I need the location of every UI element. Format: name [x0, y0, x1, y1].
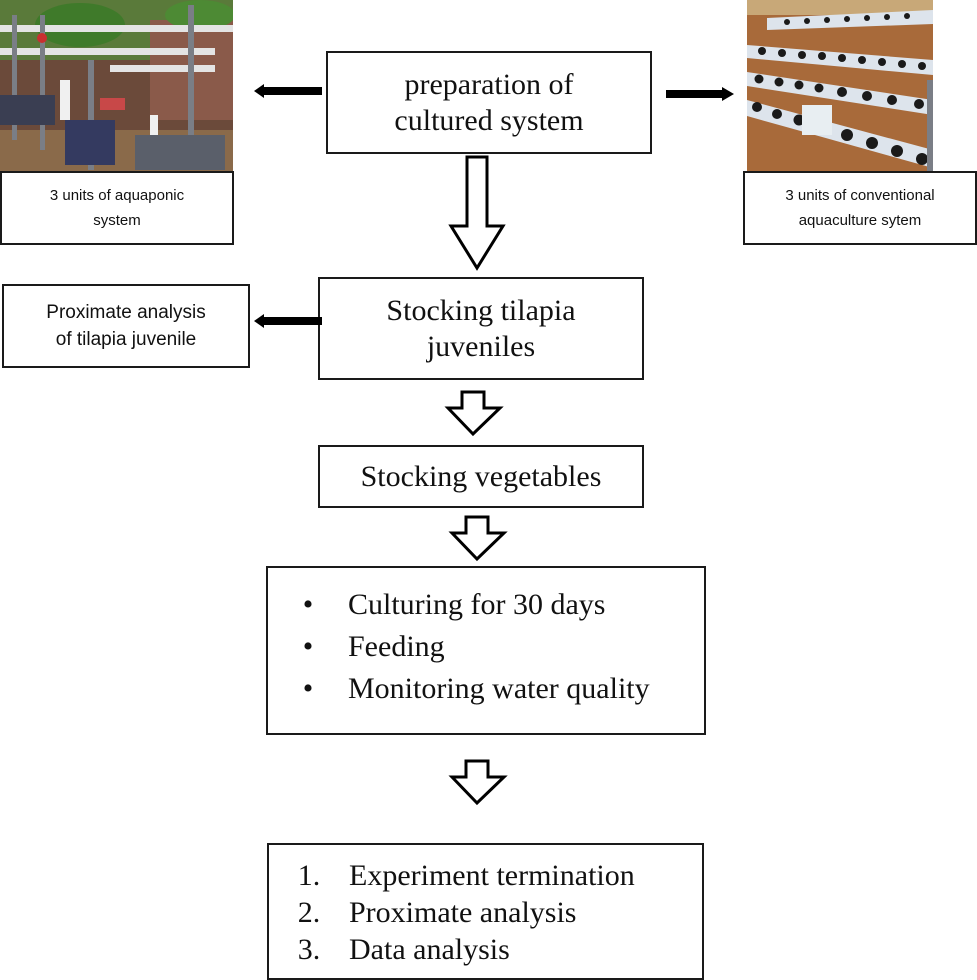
- net-pot-holes: [752, 13, 928, 165]
- aquaponic-system-photo: [0, 0, 233, 172]
- culturing-item-text: Monitoring water quality: [348, 672, 650, 705]
- culturing-item: • Feeding: [268, 626, 704, 668]
- arrow-right-to-conventional: [666, 87, 734, 101]
- culturing-item-text: Feeding: [348, 630, 445, 663]
- stocking-tilapia-node: Stocking tilapia juveniles: [318, 277, 644, 380]
- final-step-item: 1. Experiment termination: [269, 857, 702, 894]
- step-text: Proximate analysis: [349, 896, 577, 929]
- final-step-item: 2. Proximate analysis: [269, 894, 702, 931]
- aquaponic-label-line-2: system: [93, 212, 141, 229]
- arrow-left-to-proximate-juvenile: [254, 314, 322, 328]
- hollow-arrow-down-1: [448, 155, 506, 271]
- step-text: Data analysis: [349, 933, 510, 966]
- step-text: Experiment termination: [349, 859, 635, 892]
- bullet-icon: •: [302, 630, 314, 663]
- proximate-juvenile-line-1: Proximate analysis: [46, 302, 206, 323]
- stocking-tilapia-line-2: juveniles: [426, 329, 536, 363]
- conventional-aquaculture-photo: [747, 0, 933, 172]
- culturing-node: • Culturing for 30 days • Feeding • Moni…: [266, 566, 706, 735]
- proximate-juvenile-line-2: of tilapia juvenile: [55, 329, 197, 350]
- aquaponic-photo-illustration: [0, 0, 233, 172]
- preparation-line-1: preparation of: [404, 67, 574, 101]
- hollow-arrow-down-3: [448, 515, 508, 562]
- culturing-item: • Monitoring water quality: [268, 668, 704, 710]
- step-number: 2.: [297, 896, 321, 929]
- conventional-photo-illustration: [747, 0, 933, 172]
- stocking-vegetables-node: Stocking vegetables: [318, 445, 644, 508]
- aquaponic-label-line-1: 3 units of aquaponic: [49, 187, 185, 204]
- conventional-label-line-1: 3 units of conventional: [785, 187, 935, 204]
- aquaponic-system-node: 3 units of aquaponic system: [0, 171, 234, 245]
- preparation-node: preparation of cultured system: [326, 51, 652, 154]
- bullet-icon: •: [302, 588, 314, 621]
- step-number: 3.: [297, 933, 321, 966]
- final-step-item: 3. Data analysis: [269, 931, 702, 968]
- hollow-arrow-down-4: [448, 759, 508, 806]
- preparation-line-2: cultured system: [394, 103, 584, 137]
- step-number: 1.: [297, 859, 321, 892]
- hollow-arrow-down-2: [444, 390, 504, 437]
- conventional-aquaculture-node: 3 units of conventional aquaculture syte…: [743, 171, 977, 245]
- proximate-juvenile-node: Proximate analysis of tilapia juvenile: [2, 284, 250, 368]
- culturing-item-text: Culturing for 30 days: [348, 588, 606, 621]
- bullet-icon: •: [302, 672, 314, 705]
- arrow-left-to-aquaponic: [254, 84, 322, 98]
- stocking-vegetables-label: Stocking vegetables: [360, 459, 602, 493]
- culturing-item: • Culturing for 30 days: [268, 584, 704, 626]
- conventional-label-line-2: aquaculture sytem: [798, 212, 922, 229]
- stocking-tilapia-line-1: Stocking tilapia: [386, 293, 576, 327]
- final-steps-node: 1. Experiment termination 2. Proximate a…: [267, 843, 704, 980]
